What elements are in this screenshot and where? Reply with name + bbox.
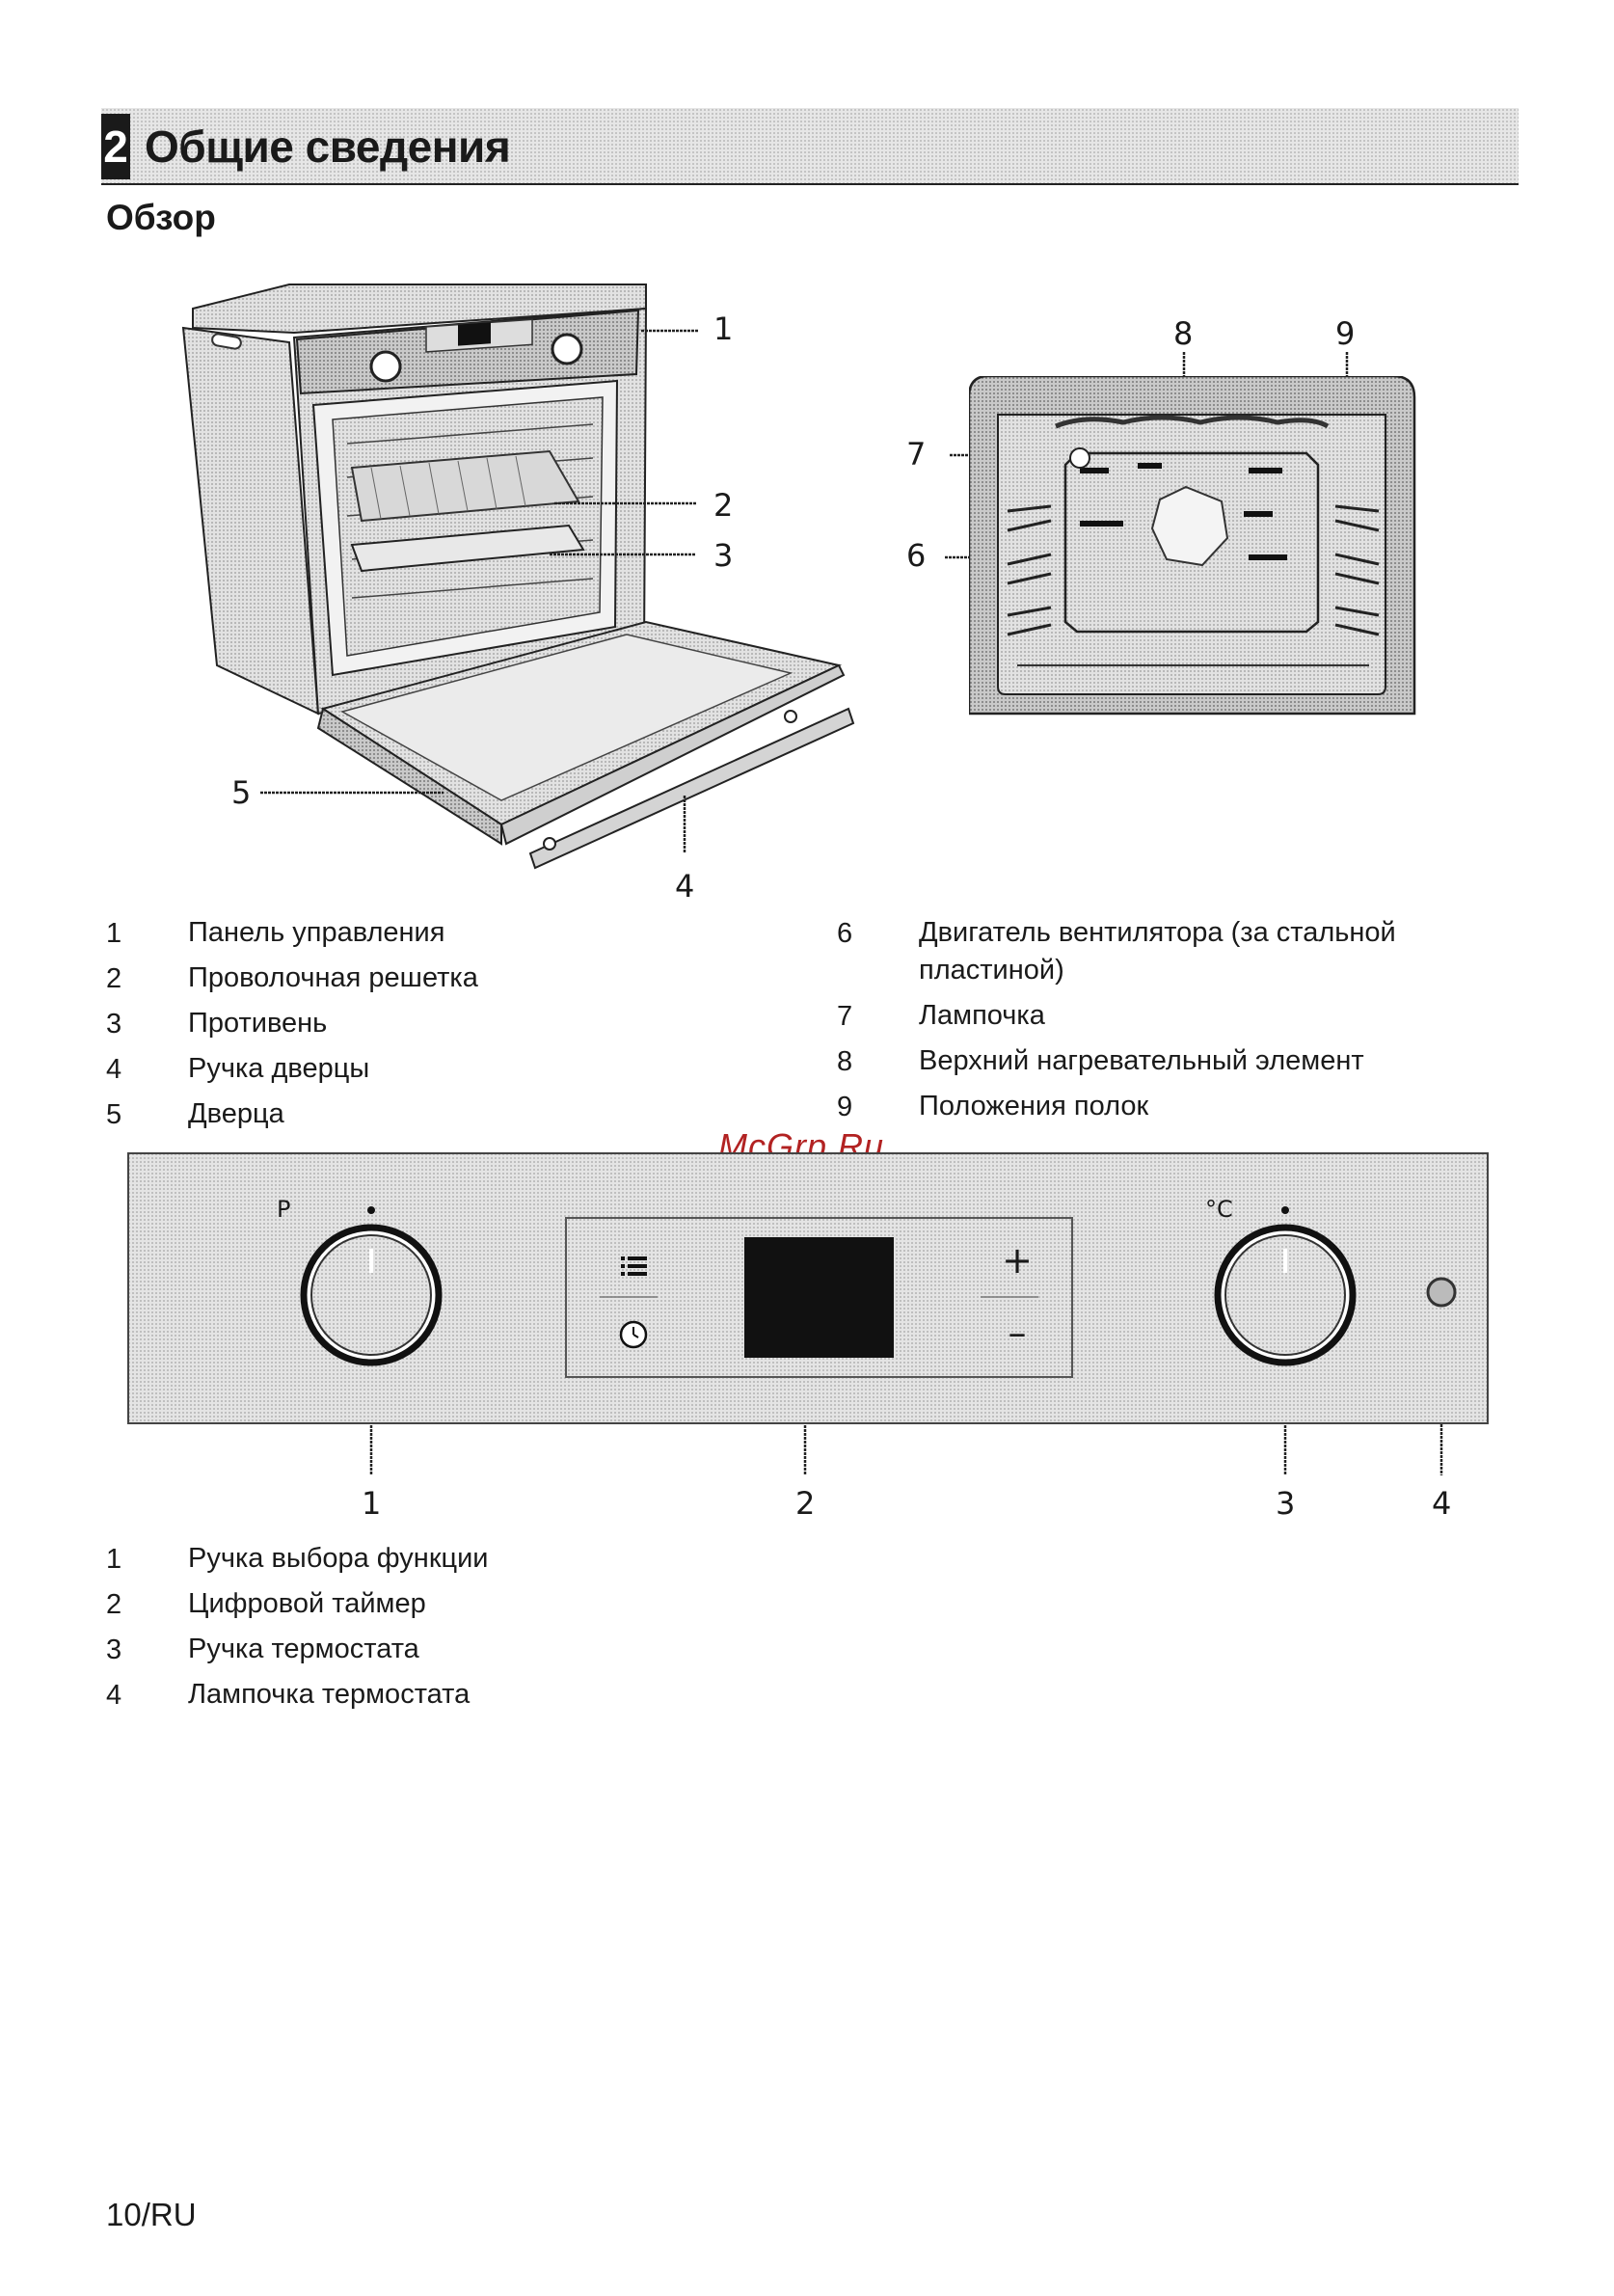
plus-button[interactable]: + bbox=[1002, 1239, 1033, 1282]
section-header-bar bbox=[101, 108, 1519, 185]
legend-text-3: Противень bbox=[188, 1008, 328, 1039]
oven-callout-5: 5 bbox=[231, 774, 252, 811]
timer-display bbox=[744, 1237, 894, 1358]
panel-callout-2: 2 bbox=[795, 1485, 816, 1522]
panel-legend-text-1: Ручка выбора функции bbox=[188, 1543, 489, 1574]
subtitle: Обзор bbox=[106, 198, 216, 237]
thermostat-knob[interactable] bbox=[1218, 1228, 1353, 1363]
legend-text-4: Ручка дверцы bbox=[188, 1053, 370, 1084]
oven-callout-1: 1 bbox=[713, 311, 734, 347]
function-selector-knob[interactable] bbox=[304, 1228, 439, 1363]
oven-callout-2: 2 bbox=[713, 487, 734, 524]
legend-text-7: Лампочка bbox=[919, 1000, 1045, 1031]
menu-button[interactable] bbox=[609, 1247, 658, 1285]
panel-callout-4: 4 bbox=[1432, 1485, 1452, 1522]
oven-illustration bbox=[181, 284, 855, 870]
legend-num-5: 5 bbox=[106, 1099, 122, 1130]
control-panel-illustration bbox=[127, 1152, 1489, 1424]
legend-text-9: Положения полок bbox=[919, 1091, 1149, 1121]
oven-cavity-illustration bbox=[969, 376, 1416, 716]
legend-text-5: Дверца bbox=[188, 1098, 284, 1129]
clock-button[interactable] bbox=[609, 1313, 658, 1356]
legend-num-7: 7 bbox=[837, 1001, 853, 1032]
cavity-callout-6: 6 bbox=[906, 537, 927, 574]
legend-text-6: Двигатель вентилятора (за стальной пласт… bbox=[919, 917, 1396, 986]
panel-callout-1: 1 bbox=[362, 1485, 382, 1522]
section-title: Общие сведения bbox=[145, 122, 511, 172]
legend-num-2: 2 bbox=[106, 963, 122, 994]
panel-legend-num-2: 2 bbox=[106, 1589, 122, 1620]
page-number: 10/RU bbox=[106, 2197, 197, 2232]
panel-legend-text-2: Цифровой таймер bbox=[188, 1588, 426, 1619]
temperature-symbol: °C bbox=[1205, 1196, 1233, 1223]
oven-callout-4: 4 bbox=[675, 868, 695, 905]
clock-icon bbox=[619, 1320, 648, 1349]
legend-text-1: Панель управления bbox=[188, 917, 445, 948]
cavity-callout-7: 7 bbox=[906, 436, 927, 473]
legend-num-4: 4 bbox=[106, 1054, 122, 1085]
legend-text-2: Проволочная решетка bbox=[188, 962, 478, 993]
panel-legend-num-3: 3 bbox=[106, 1634, 122, 1665]
panel-legend-text-3: Ручка термостата bbox=[188, 1634, 419, 1664]
legend-text-8: Верхний нагревательный элемент bbox=[919, 1045, 1364, 1076]
oven-callout-3: 3 bbox=[713, 537, 734, 574]
legend-num-3: 3 bbox=[106, 1009, 122, 1040]
minus-button[interactable]: – bbox=[1008, 1311, 1027, 1354]
thermostat-lamp bbox=[1428, 1279, 1455, 1306]
panel-legend-num-1: 1 bbox=[106, 1544, 122, 1575]
legend-num-6: 6 bbox=[837, 918, 853, 949]
panel-callout-3: 3 bbox=[1276, 1485, 1296, 1522]
function-symbol: P bbox=[277, 1196, 291, 1223]
legend-num-1: 1 bbox=[106, 918, 122, 949]
cavity-callout-9: 9 bbox=[1335, 315, 1356, 352]
menu-list-icon bbox=[621, 1256, 647, 1276]
legend-num-8: 8 bbox=[837, 1046, 853, 1077]
panel-legend-text-4: Лампочка термостата bbox=[188, 1679, 471, 1710]
section-number: 2 bbox=[101, 114, 130, 179]
cavity-callout-8: 8 bbox=[1173, 315, 1194, 352]
legend-num-9: 9 bbox=[837, 1092, 853, 1122]
panel-legend-num-4: 4 bbox=[106, 1680, 122, 1711]
